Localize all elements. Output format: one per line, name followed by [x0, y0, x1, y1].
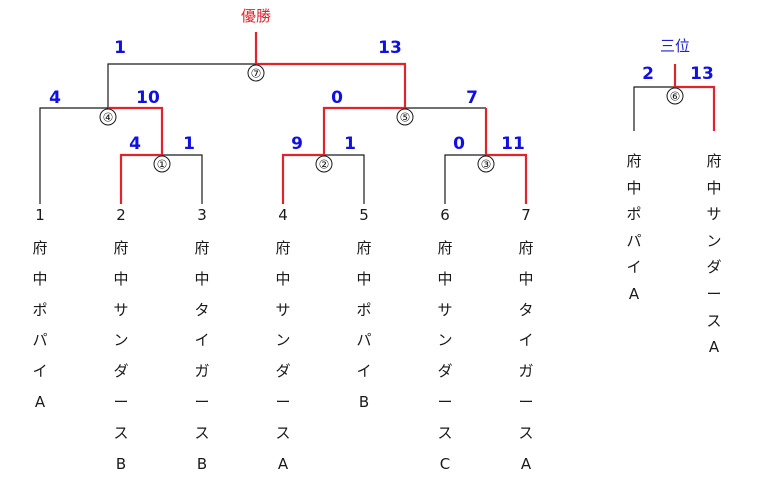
- third-place-team-right: 府 中 サ ン ダ ー ス A: [706, 152, 722, 357]
- line-third-left: [633, 86, 675, 131]
- score-m2-right: 1: [344, 134, 356, 154]
- score-final-right: 13: [378, 38, 402, 58]
- score-third-left: 2: [642, 64, 654, 84]
- seed-1: 1: [35, 206, 45, 224]
- score-m1-left: 4: [129, 134, 141, 154]
- score-m5-right: 7: [466, 88, 478, 108]
- seed-3: 3: [197, 206, 207, 224]
- team-name-7: 府 中 タ イ ガ ー ス A: [518, 239, 534, 473]
- seed-4: 4: [278, 206, 288, 224]
- third-place-team-left: 府 中 ポ パ イ A: [626, 152, 642, 303]
- team-name-1: 府 中 ポ パ イ A: [32, 239, 48, 411]
- win-line-m1: [108, 106, 164, 155]
- score-m3-right: 11: [501, 134, 525, 154]
- seed-5: 5: [359, 206, 369, 224]
- team-name-5: 府 中 ポ パ イ B: [356, 239, 372, 411]
- line-team3: [162, 154, 203, 204]
- match-number-3: ③: [481, 158, 492, 172]
- score-m5-left: 0: [331, 88, 343, 108]
- win-line-team7: [486, 153, 528, 204]
- score-m1-right: 1: [183, 134, 195, 154]
- match-number-7: ⑦: [251, 67, 262, 81]
- seed-6: 6: [440, 206, 450, 224]
- score-m2-left: 9: [291, 134, 303, 154]
- bracket-lines-red: [108, 32, 716, 204]
- match-markers: ① ② ③ ④ ⑤ ⑥ ⑦: [99, 64, 684, 173]
- seed-7: 7: [521, 206, 531, 224]
- score-m4-right: 10: [136, 88, 160, 108]
- match-number-4: ④: [103, 111, 114, 125]
- win-line-m5: [256, 62, 407, 108]
- match-number-1: ①: [157, 158, 168, 172]
- win-line-m2: [322, 106, 405, 155]
- score-m3-left: 0: [453, 134, 465, 154]
- score-third-right: 13: [690, 64, 714, 84]
- line-m4-to-final: [107, 63, 256, 108]
- line-team1: [39, 107, 108, 204]
- team-name-4: 府 中 サ ン ダ ー ス A: [275, 239, 291, 473]
- seed-2: 2: [116, 206, 126, 224]
- team-name-2: 府 中 サ ン ダ ー ス B: [113, 239, 129, 473]
- team-name-3: 府 中 タ イ ガ ー ス B: [194, 239, 210, 473]
- third-place-label: 三位: [660, 37, 690, 55]
- match-number-5: ⑤: [400, 111, 411, 125]
- line-team5: [324, 154, 365, 204]
- win-line-team2: [119, 153, 162, 204]
- match-number-2: ②: [319, 158, 330, 172]
- score-m4-left: 4: [49, 88, 61, 108]
- team-name-6: 府 中 サ ン ダ ー ス C: [437, 239, 453, 473]
- win-line-team4: [281, 153, 324, 204]
- champion-label: 優勝: [241, 7, 271, 25]
- line-team6: [444, 154, 486, 204]
- bracket-lines-black: [39, 63, 675, 204]
- score-final-left: 1: [114, 38, 126, 58]
- win-line-third: [673, 64, 716, 131]
- match-number-6: ⑥: [670, 90, 681, 104]
